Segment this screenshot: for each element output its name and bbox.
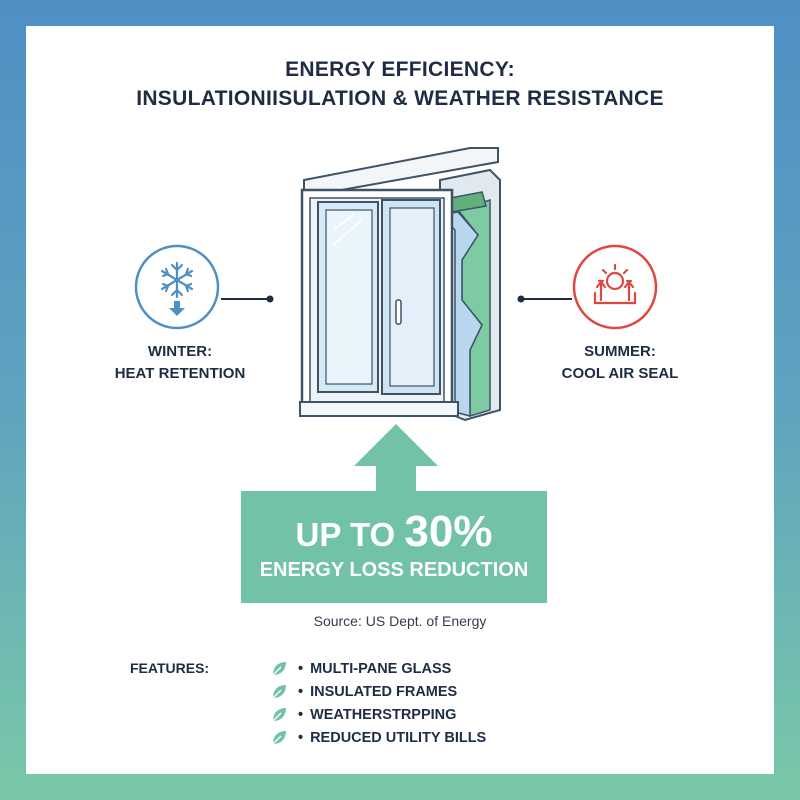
bullet: • bbox=[298, 706, 304, 723]
winter-label: WINTER: HEAT RETENTION bbox=[114, 343, 246, 382]
stat-headline: UP TO 30% bbox=[295, 507, 493, 556]
winter-connector bbox=[221, 295, 274, 303]
leaf-icon bbox=[272, 661, 286, 675]
features-list: • MULTI-PANE GLASS • INSULATED FRAMES • WEATH… bbox=[270, 657, 486, 749]
stat-subtitle: ENERGY LOSS REDUCTION bbox=[259, 559, 529, 581]
feature-label: MULTI-PANE GLASS bbox=[310, 660, 452, 677]
summer-connector bbox=[517, 295, 572, 303]
source-note: Source: US Dept. of Energy bbox=[313, 613, 487, 629]
feature-label: WEATHERSTRPPING bbox=[310, 706, 457, 723]
bullet: • bbox=[298, 660, 304, 677]
summer-label: SUMMER: COOL AIR SEAL bbox=[561, 343, 679, 382]
stat-box: UP TO 30% ENERGY LOSS REDUCTION bbox=[241, 491, 547, 603]
feature-label: INSULATED FRAMES bbox=[310, 683, 458, 700]
feature-item: • INSULATED FRAMES bbox=[270, 680, 486, 703]
leaf-icon bbox=[272, 684, 286, 698]
window-illustration bbox=[299, 147, 501, 422]
leaf-icon bbox=[272, 707, 286, 721]
stat-value: 30% bbox=[404, 507, 493, 556]
feature-item: • MULTI-PANE GLASS bbox=[270, 657, 486, 680]
bullet: • bbox=[298, 683, 304, 700]
page-title-line1: ENERGY EFFICIENCY: bbox=[285, 58, 515, 81]
up-arrow-icon bbox=[354, 424, 438, 494]
feature-item: • REDUCED UTILITY BILLS bbox=[270, 726, 486, 749]
feature-item: • WEATHERSTRPPING bbox=[270, 703, 486, 726]
bullet: • bbox=[298, 729, 304, 746]
sun-up-arrows-icon bbox=[572, 244, 658, 330]
snowflake-down-arrow-icon bbox=[134, 244, 220, 330]
features-heading: FEATURES: bbox=[130, 660, 210, 676]
leaf-icon bbox=[272, 730, 286, 744]
page-title-line2: INSULATIONIISULATION & WEATHER RESISTANC… bbox=[136, 87, 664, 110]
feature-label: REDUCED UTILITY BILLS bbox=[310, 729, 487, 746]
